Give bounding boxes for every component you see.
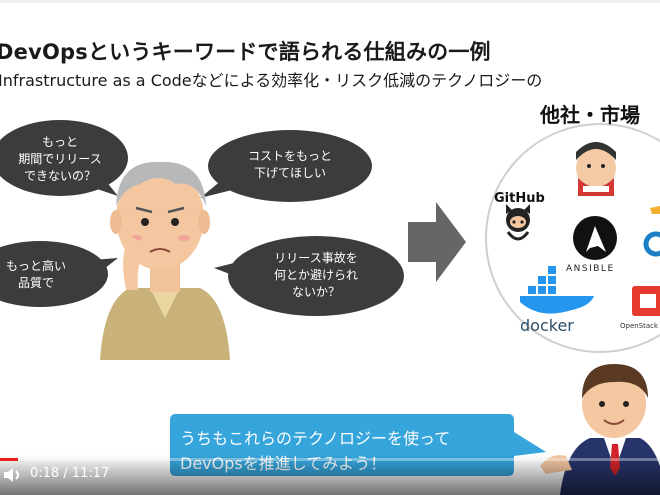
player-controls	[0, 455, 660, 495]
ansible-label: ANSIBLE	[566, 264, 615, 274]
partial-c-logo-icon	[643, 231, 660, 257]
speech-bubble-top-right	[200, 130, 372, 202]
partial-logo-icon	[650, 206, 660, 214]
bubble-line: ないか？	[291, 285, 340, 299]
banner-line-1: うちもこれらのテクノロジーを使って	[180, 429, 451, 448]
ansible-icon	[573, 216, 617, 260]
volume-icon[interactable]	[2, 465, 22, 485]
bubble-line: できないの？	[23, 169, 96, 183]
bubble-line: 品質で	[17, 276, 54, 290]
github-label: GitHub	[494, 191, 545, 206]
bubble-line: コストをもっと	[247, 149, 332, 163]
time-display: 0:18 / 11:17	[30, 466, 110, 481]
progress-fill	[0, 458, 18, 461]
bubble-line: 下げてほしい	[253, 166, 326, 180]
bubble-line: 何とか避けられ	[273, 268, 358, 282]
docker-whale-icon	[520, 266, 594, 314]
right-arrow-icon	[408, 202, 466, 282]
bubble-top-right-text: コストをもっと 下げてほしい	[230, 148, 350, 182]
jenkins-icon	[576, 142, 616, 196]
worried-man-illustration	[100, 161, 230, 360]
bubble-line: リリース事故を	[274, 251, 358, 265]
speech-bubble-top-left	[0, 120, 128, 196]
bubble-top-left-text: もっと 期間でリリース できないの？	[8, 134, 112, 185]
slide-title: DevOpsというキーワードで語られる仕組みの一例	[0, 40, 491, 64]
openstack-label: OpenStack	[620, 322, 659, 330]
market-title: 他社・市場	[540, 103, 640, 127]
slide-subtitle: Infrastructure as a Codeなどによる効率化・リスク低減のテ…	[0, 71, 543, 90]
github-octocat-icon	[506, 204, 530, 241]
bubble-bottom-right-text: リリース事故を 何とか避けられ ないか？	[260, 250, 372, 301]
docker-label: docker	[520, 316, 574, 335]
openstack-icon	[632, 286, 660, 316]
bubble-line: もっと	[41, 135, 78, 149]
bubble-line: もっと高い	[5, 259, 66, 273]
bubble-bottom-left-text: もっと高い 品質で	[0, 258, 88, 292]
speech-bubble-bottom-left	[0, 241, 118, 307]
bubble-line: 期間でリリース	[18, 152, 102, 166]
progress-bar[interactable]	[0, 458, 660, 461]
top-border	[0, 0, 660, 3]
speech-bubble-bottom-right	[214, 236, 404, 316]
controls-graphics	[0, 455, 660, 495]
